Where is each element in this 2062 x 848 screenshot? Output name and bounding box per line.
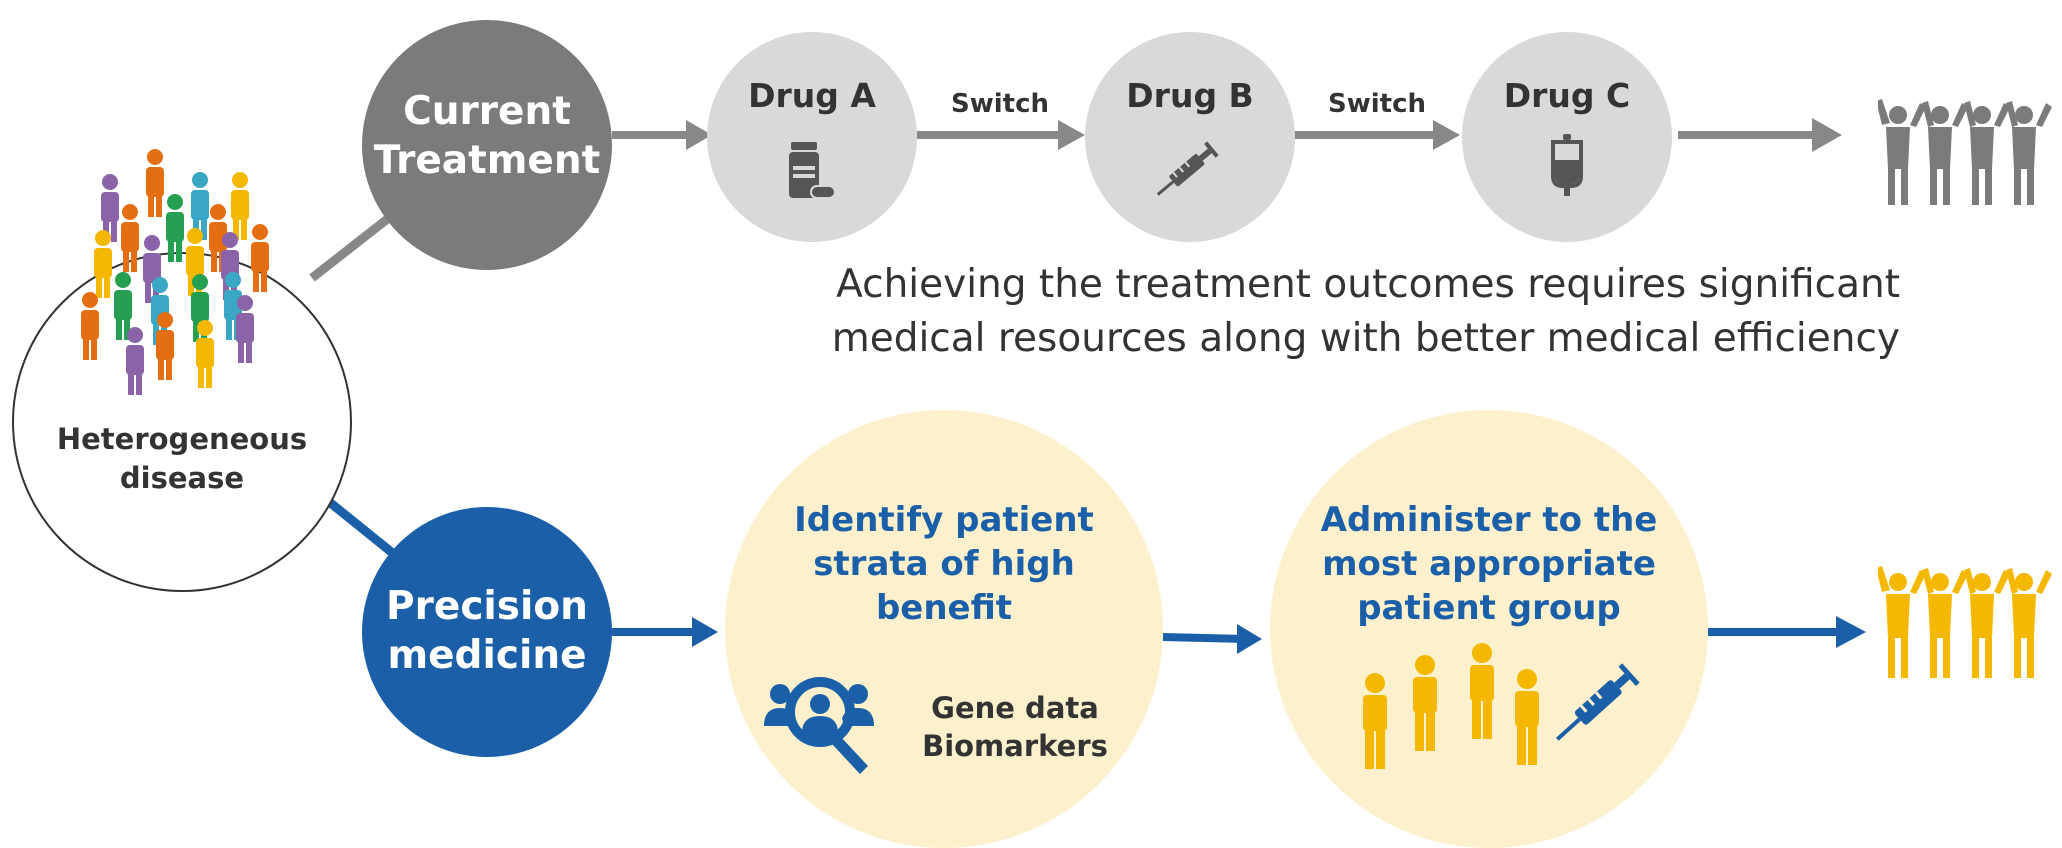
pill-bottle-icon (789, 142, 836, 199)
outcome-line-2: medical resources along with better medi… (831, 315, 1900, 361)
biomarkers-label: Biomarkers (922, 728, 1108, 763)
current-treatment-label-line2: Treatment (373, 137, 601, 183)
patients-syringe-icon (1363, 643, 1640, 769)
drug-b-circle (1085, 32, 1295, 242)
current-treatment-circle (362, 20, 612, 270)
precision-medicine-label: Precision medicine (362, 583, 612, 681)
precision-arrows (612, 616, 1866, 654)
step-administer-line2: most appropriate (1322, 544, 1656, 585)
diverse-patients-icon (81, 149, 269, 395)
step-identify-line3: benefit (875, 588, 1013, 629)
origin-to-current-line (309, 209, 398, 282)
step-identify-data: Gene data Biomarkers (895, 690, 1135, 765)
step-identify-line1: Identify patient (794, 500, 1094, 540)
step-identify-circle (725, 410, 1163, 848)
switch-label-1: Switch (950, 89, 1049, 119)
precision-medicine-label-line2: medicine (387, 632, 587, 678)
step-administer-line1: Administer to the (1320, 500, 1658, 540)
step-identify-line2: strata of high (813, 544, 1075, 585)
drug-c-label: Drug C (1503, 76, 1631, 115)
step-administer-title: Administer to the most appropriate patie… (1300, 498, 1678, 631)
syringe-icon (1156, 141, 1219, 196)
gene-data-label: Gene data (931, 691, 1099, 725)
people-group-gold-icon (1878, 566, 2052, 678)
current-treatment-label: Current Treatment (362, 88, 612, 186)
step-identify-title: Identify patient strata of high benefit (760, 498, 1128, 631)
outcome-statement: Achieving the treatment outcomes require… (700, 258, 1900, 366)
current-arrows (612, 118, 1842, 152)
drug-a-circle (707, 32, 917, 242)
precision-medicine-circle (362, 507, 612, 757)
origin-label: Heterogeneous disease (56, 422, 308, 496)
origin-circle (12, 252, 352, 592)
precision-medicine-label-line1: Precision (386, 584, 588, 629)
drug-b-label: Drug B (1126, 76, 1254, 115)
outcome-line-1: Achieving the treatment outcomes require… (836, 262, 1900, 307)
people-group-gray-icon (1878, 99, 2052, 205)
search-people-icon (764, 677, 874, 774)
iv-bag-icon (1551, 134, 1583, 196)
step-administer-line3: patient group (1357, 588, 1621, 629)
switch-label-2: Switch (1327, 89, 1426, 119)
drug-a-label: Drug A (748, 76, 876, 115)
step-administer-circle (1270, 410, 1708, 848)
current-treatment-label-line1: Current (403, 89, 571, 134)
